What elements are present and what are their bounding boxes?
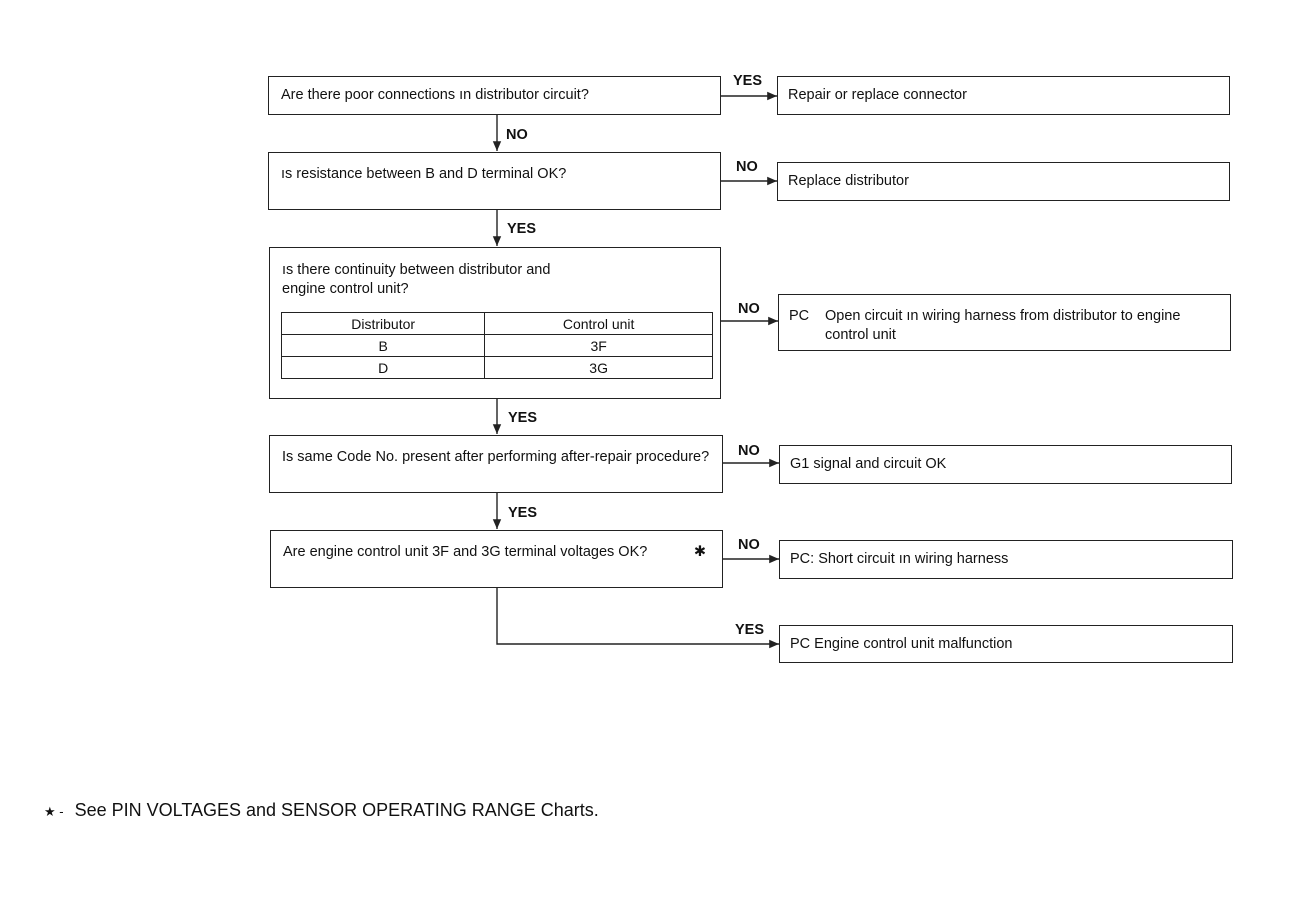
label-q5-no: NO — [738, 537, 760, 553]
label-q4-yes: YES — [508, 505, 538, 521]
question-box-same-code: Is same Code No. present after performin… — [269, 435, 723, 493]
label-q2-yes: YES — [507, 221, 537, 237]
result-text: Open circuit ın wiring harness from dist… — [825, 308, 1181, 343]
result-box-replace-distributor: Replace distributor — [777, 162, 1230, 201]
result-box-short-circuit: PC: Short circuit ın wiring harness — [779, 540, 1233, 579]
question-box-resistance: ıs resistance between B and D terminal O… — [268, 152, 721, 210]
question-box-poor-connections: Are there poor connections ın distributo… — [268, 76, 721, 115]
footnote-text: See PIN VOLTAGES and SENSOR OPERATING RA… — [74, 800, 599, 820]
result-text: Replace distributor — [788, 173, 909, 189]
question-text: Are there poor connections ın distributo… — [281, 87, 589, 103]
result-box-repair-connector: Repair or replace connector — [777, 76, 1230, 115]
label-q5-yes: YES — [735, 622, 765, 638]
label-q1-yes: YES — [733, 73, 763, 89]
pc-prefix: PC — [789, 308, 810, 324]
result-box-ecu-malfunction: PC Engine control unit malfunction — [779, 625, 1233, 663]
question-box-terminal-voltages: Are engine control unit 3F and 3G termin… — [270, 530, 723, 588]
asterisk-mark: ✱ — [693, 544, 706, 560]
label-q3-yes: YES — [508, 410, 538, 426]
table-cell: 3F — [484, 334, 713, 357]
result-text: PC: Short circuit ın wiring harness — [790, 551, 1009, 567]
question-text: Are engine control unit 3F and 3G termin… — [283, 544, 648, 560]
result-box-open-circuit: PC Open circuit ın wiring harness from d… — [778, 294, 1231, 351]
table-cell: D — [280, 356, 486, 379]
table-header-control-unit: Control unit — [484, 312, 713, 335]
label-q3-no: NO — [738, 301, 760, 317]
continuity-table: Distributor Control unit B 3F D 3G — [280, 312, 713, 379]
arrow-q5-yes — [496, 588, 779, 649]
table-row: B 3F — [280, 334, 713, 357]
table-cell: B — [280, 334, 486, 357]
question-text: ıs there continuity between distributor … — [282, 262, 551, 297]
result-text: Repair or replace connector — [788, 87, 967, 103]
label-q4-no: NO — [738, 443, 760, 459]
table-header-distributor: Distributor — [280, 312, 486, 335]
table-row: D 3G — [280, 356, 713, 379]
label-q1-no: NO — [506, 127, 528, 143]
question-text: ıs resistance between B and D terminal O… — [281, 166, 567, 182]
label-q2-no: NO — [736, 159, 758, 175]
result-text: G1 signal and circuit OK — [790, 456, 947, 472]
footnote-star: ★ - — [44, 804, 64, 819]
question-text: Is same Code No. present after performin… — [282, 449, 710, 465]
table-cell: 3G — [484, 356, 713, 379]
footnote: ★ - See PIN VOLTAGES and SENSOR OPERATIN… — [44, 800, 599, 821]
result-text: PC Engine control unit malfunction — [790, 635, 1013, 652]
result-box-g1-signal-ok: G1 signal and circuit OK — [779, 445, 1232, 484]
result-text-row: PC Open circuit ın wiring harness from d… — [789, 307, 1220, 345]
